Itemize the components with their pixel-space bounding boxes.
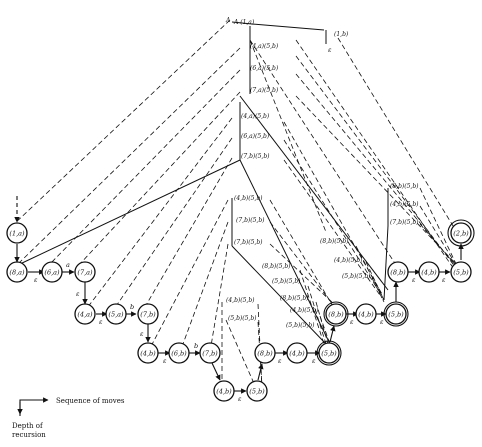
node-7b-2: (7,b) bbox=[199, 342, 221, 364]
svg-text:(7,b): (7,b) bbox=[140, 311, 156, 319]
branch-l4-4: (8,b)(5,b) bbox=[262, 263, 291, 270]
branch-level-4: (8,b)(5,b) (4,b)(5,b) (5,b)(5,b) (8,b)(5… bbox=[226, 217, 371, 329]
svg-text:(4,b): (4,b) bbox=[216, 388, 232, 396]
branch-l4-2: (4,b)(5,b) bbox=[334, 257, 363, 264]
edge-eps-4: ε bbox=[140, 330, 144, 338]
node-1a: (1,a) bbox=[6, 222, 28, 244]
legend: Sequence of moves Depth of recursion bbox=[12, 397, 125, 439]
svg-text:(5,b): (5,b) bbox=[321, 350, 337, 358]
node-4a: (4,a) bbox=[74, 303, 96, 325]
branch-r-1: (8,b)(5,b) bbox=[390, 183, 419, 190]
branch-l4-10: (5,b)(5,b) bbox=[286, 322, 315, 329]
svg-text:(7,b): (7,b) bbox=[202, 350, 218, 358]
node-8b-b: (8,b) bbox=[323, 301, 349, 327]
edge-b-2: b bbox=[194, 342, 198, 350]
node-4b-a: (4,b) bbox=[137, 342, 159, 364]
branch-l4-1: (8,b)(5,b) bbox=[320, 238, 349, 245]
svg-text:(1,a): (1,a) bbox=[9, 230, 25, 238]
node-8b-c: (8,b) bbox=[387, 261, 409, 283]
edge-eps-6: ε bbox=[238, 395, 242, 403]
svg-text:(4,b): (4,b) bbox=[421, 269, 437, 277]
branch-level-3: (4,b)(5,b) (7,b)(5,b) bbox=[231, 195, 263, 246]
node-4b-d: (4,b) bbox=[355, 303, 377, 325]
edge-a-1: a bbox=[66, 261, 70, 269]
node-4b-c: (4,b) bbox=[286, 342, 308, 364]
epsilon-1b: ε bbox=[328, 46, 332, 54]
branch-l2-3: (7,b)(5,b) bbox=[241, 153, 270, 160]
svg-text:(8,a): (8,a) bbox=[9, 269, 25, 277]
node-8a: (8,a) bbox=[6, 261, 28, 283]
svg-text:(6,a): (6,a) bbox=[44, 269, 60, 277]
branch-l4-6: (4,b)(5,b) bbox=[226, 297, 255, 304]
branch-root-label: A (1,a) bbox=[233, 19, 255, 26]
edge-symbols: ε a ε ε b ε ε b ε ε ε ε ε ε ε bbox=[34, 261, 446, 403]
node-2b: (2,b) bbox=[447, 219, 475, 247]
svg-text:(8,b): (8,b) bbox=[390, 269, 406, 277]
node-8b-a: (8,b) bbox=[254, 342, 276, 364]
node-5b-c: (5,b) bbox=[383, 301, 409, 327]
legend-depth-1: Depth of bbox=[12, 422, 44, 430]
branch-level-1: A A (1,a) (1,b) ε (4,a)(5,b) (6,a)(5,b) … bbox=[225, 17, 349, 94]
node-5b-a: (5,b) bbox=[246, 380, 268, 402]
svg-text:(5,a): (5,a) bbox=[108, 311, 124, 319]
svg-text:(6,b): (6,b) bbox=[171, 350, 187, 358]
edge-eps-8: ε bbox=[312, 357, 316, 365]
edge-eps-5: ε bbox=[163, 357, 167, 365]
svg-text:(8,b): (8,b) bbox=[328, 311, 344, 319]
sequence-edges bbox=[14, 196, 464, 394]
edge-eps-7: ε bbox=[278, 357, 282, 365]
branch-right: (8,b)(5,b) (4,b)(5,b) (7,b)(5,b) bbox=[387, 183, 419, 226]
legend-depth-2: recursion bbox=[12, 431, 46, 439]
branch-l1-1: (4,a)(5,b) bbox=[250, 43, 279, 50]
edge-b-1: b bbox=[130, 303, 134, 311]
svg-text:(4,a): (4,a) bbox=[77, 311, 93, 319]
node-6b: (6,b) bbox=[168, 342, 190, 364]
edge-eps-2: ε bbox=[76, 290, 80, 298]
edge-eps-1: ε bbox=[34, 276, 38, 284]
branch-l4-3: (5,b)(5,b) bbox=[342, 273, 371, 280]
edge-eps-10: ε bbox=[380, 318, 384, 326]
node-5b-d: (5,b) bbox=[450, 261, 472, 283]
branch-l4-8: (8,b)(5,b) bbox=[280, 295, 309, 302]
svg-text:(7,a): (7,a) bbox=[77, 269, 93, 277]
branch-l4-5: (5,b)(5,b) bbox=[272, 278, 301, 285]
branch-root-a: A bbox=[225, 17, 231, 24]
svg-text:(4,b): (4,b) bbox=[358, 311, 374, 319]
svg-text:(5,b): (5,b) bbox=[453, 269, 469, 277]
node-4b-e: (4,b) bbox=[418, 261, 440, 283]
svg-text:(4,b): (4,b) bbox=[289, 350, 305, 358]
svg-text:(4,b): (4,b) bbox=[140, 350, 156, 358]
node-5b-b: (5,b) bbox=[316, 340, 342, 366]
branch-1b-label: (1,b) bbox=[334, 31, 349, 38]
svg-text:(8,b): (8,b) bbox=[257, 350, 273, 358]
legend-sequence: Sequence of moves bbox=[56, 397, 125, 405]
edge-eps-11: ε bbox=[412, 276, 416, 284]
node-7a: (7,a) bbox=[74, 261, 96, 283]
node-7b: (7,b) bbox=[137, 303, 159, 325]
node-4b-b: (4,b) bbox=[213, 380, 235, 402]
svg-text:(5,b): (5,b) bbox=[388, 311, 404, 319]
edge-eps-12: ε bbox=[442, 276, 446, 284]
branch-l4-7: (5,b)(5,b) bbox=[228, 315, 257, 322]
branch-l1-3: (7,a)(5,b) bbox=[250, 87, 279, 94]
edge-eps-9: ε bbox=[350, 318, 354, 326]
branch-l3-2: (7,b)(5,b) bbox=[234, 239, 263, 246]
branch-level-2: (4,a)(5,b) (6,a)(5,b) (7,b)(5,b) bbox=[239, 102, 270, 160]
svg-text:(5,b): (5,b) bbox=[249, 388, 265, 396]
edge-eps-3: ε bbox=[99, 318, 103, 326]
branch-l4-11: (7,b)(5,b) bbox=[236, 217, 265, 224]
branch-l4-9: (4,b)(5,b) bbox=[290, 307, 319, 314]
node-5a: (5,a) bbox=[105, 303, 127, 325]
node-6a: (6,a) bbox=[41, 261, 63, 283]
svg-text:(2,b): (2,b) bbox=[453, 230, 469, 238]
branch-l2-2: (6,a)(5,b) bbox=[241, 133, 270, 140]
branch-l1-2: (6,a)(5,b) bbox=[250, 65, 279, 72]
branch-r-3: (7,b)(5,b) bbox=[390, 219, 419, 226]
branch-l3-1: (4,b)(5,b) bbox=[234, 195, 263, 202]
